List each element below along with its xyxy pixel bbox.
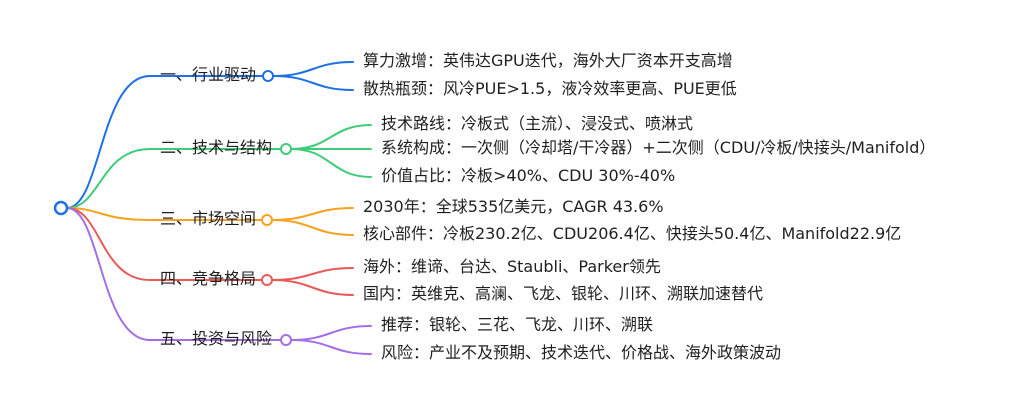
item-link-4-2 <box>271 279 354 296</box>
item-link-4-1 <box>271 267 354 281</box>
branch-label-1: 一、行业驱动 <box>160 65 257 84</box>
leaf-item-2-1: 技术路线：冷板式（主流）、浸没式、喷淋式 <box>381 114 694 133</box>
leaf-item-5-2: 风险：产业不及预期、技术迭代、价格战、海外政策波动 <box>381 343 782 362</box>
leaf-item-4-1: 海外：维谛、台达、Staubli、Parker领先 <box>363 257 661 276</box>
branch-label-2: 二、技术与结构 <box>160 138 273 157</box>
leaf-item-1-1: 算力激增：英伟达GPU迭代，海外大厂资本开支高增 <box>363 51 733 70</box>
leaf-item-3-2: 核心部件：冷板230.2亿、CDU206.4亿、快接头50.4亿、Manifol… <box>363 224 902 243</box>
leaf-item-4-2: 国内：英维克、高澜、飞龙、银轮、川环、溯联加速替代 <box>363 284 764 303</box>
root-node[interactable] <box>53 200 69 216</box>
branch-node-5[interactable] <box>280 334 292 346</box>
branch-link-2 <box>66 148 282 209</box>
branch-link-5 <box>66 207 282 341</box>
mindmap-nodes <box>53 70 292 346</box>
branch-label-5: 五、投资与风险 <box>160 329 273 348</box>
leaf-item-2-2: 系统构成：一次侧（冷却塔/干冷器）+二次侧（CDU/冷板/快接头/Manifol… <box>381 138 936 157</box>
branch-node-3[interactable] <box>261 214 273 226</box>
branch-link-4 <box>66 207 263 281</box>
branch-label-4: 四、竞争格局 <box>160 269 257 288</box>
mindmap-links <box>66 61 372 355</box>
branch-node-2[interactable] <box>280 143 292 155</box>
item-link-2-1 <box>290 124 372 150</box>
item-link-5-1 <box>290 325 372 341</box>
branch-node-4[interactable] <box>261 274 273 286</box>
item-link-2-3 <box>290 148 372 178</box>
leaf-item-2-3: 价值占比：冷板>40%、CDU 30%-40% <box>381 166 676 185</box>
leaf-item-1-2: 散热瓶颈：风冷PUE>1.5，液冷效率更高、PUE更低 <box>363 79 737 98</box>
item-link-3-1 <box>271 207 354 221</box>
branch-link-1 <box>66 75 264 209</box>
item-link-5-2 <box>290 339 372 355</box>
branch-label-3: 三、市场空间 <box>160 209 257 228</box>
branch-node-1[interactable] <box>262 70 274 82</box>
item-link-3-2 <box>271 219 354 236</box>
leaf-item-5-1: 推荐：银轮、三花、飞龙、川环、溯联 <box>381 315 654 334</box>
item-link-1-1 <box>272 61 354 77</box>
branch-link-3 <box>66 207 263 221</box>
item-link-1-2 <box>272 75 354 91</box>
leaf-item-3-1: 2030年：全球535亿美元，CAGR 43.6% <box>363 197 664 216</box>
